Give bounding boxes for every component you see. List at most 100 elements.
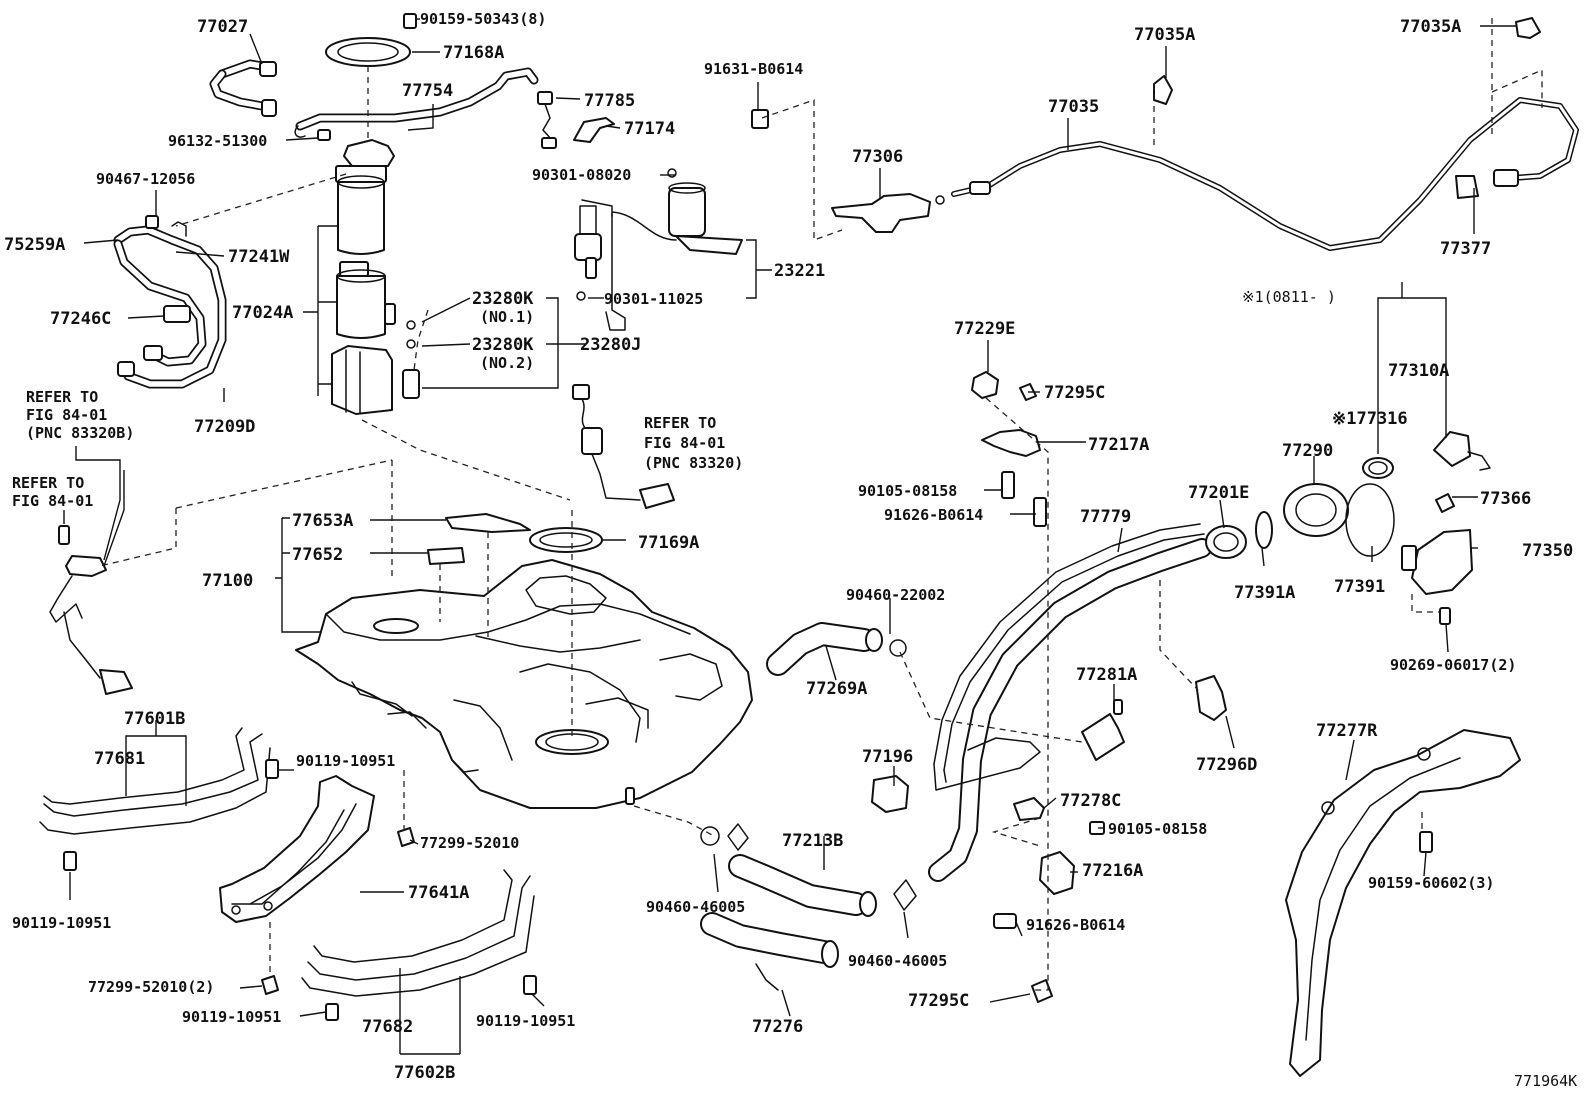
label-77299-52010: 77299-52010 xyxy=(420,834,519,852)
shield-77641A-drawing xyxy=(219,775,375,923)
label-90119-10951-a: 90119-10951 xyxy=(296,752,395,770)
lever-77306-drawing xyxy=(751,109,945,233)
label-91626-B0614-lower: 91626-B0614 xyxy=(1026,916,1125,934)
label-90460-46005-a: 90460-46005 xyxy=(646,898,745,916)
label-77035A-right: 77035A xyxy=(1400,17,1461,37)
part-labels: 77027 90159-50343(8) 77168A 77754 96132-… xyxy=(4,10,1577,1090)
label-77681: 77681 xyxy=(94,749,145,769)
label-96132-51300: 96132-51300 xyxy=(168,132,267,150)
label-77209D: 77209D xyxy=(194,417,255,437)
label-23221: 23221 xyxy=(774,261,825,281)
label-77201E: 77201E xyxy=(1188,483,1249,503)
label-77682: 77682 xyxy=(362,1017,413,1037)
label-77241W: 77241W xyxy=(228,247,290,267)
pump-23221-drawing xyxy=(574,168,743,331)
label-77277R: 77277R xyxy=(1316,721,1378,741)
label-90119-10951-d: 90119-10951 xyxy=(476,1012,575,1030)
sender-83320-drawing xyxy=(572,384,675,509)
connector-77785-drawing xyxy=(537,91,615,149)
label-77377: 77377 xyxy=(1440,239,1491,259)
label-77269A: 77269A xyxy=(806,679,867,699)
label-90119-10951-b: 90119-10951 xyxy=(12,914,111,932)
label-90460-22002: 90460-22002 xyxy=(846,586,945,604)
ref-83320B-line3: (PNC 83320B) xyxy=(26,424,134,442)
ref-84-01-line1: REFER TO xyxy=(12,474,84,492)
label-75259A: 75259A xyxy=(4,235,65,255)
label-77316: ※177316 xyxy=(1332,409,1408,429)
label-90301-11025: 90301-11025 xyxy=(604,290,703,308)
label-serial-note: ※1(0811- ) xyxy=(1242,288,1336,306)
label-77229E: 77229E xyxy=(954,319,1015,339)
part-illustrations xyxy=(39,13,1579,1077)
label-77216A: 77216A xyxy=(1082,861,1143,881)
label-77169A: 77169A xyxy=(638,533,699,553)
tank-pads-drawing xyxy=(427,513,603,565)
label-91626-B0614-upper: 91626-B0614 xyxy=(884,506,983,524)
clamps-drawing xyxy=(700,675,1227,1003)
label-77652: 77652 xyxy=(292,545,343,565)
label-77641A: 77641A xyxy=(408,883,469,903)
label-90105-08158-lower: 90105-08158 xyxy=(1108,820,1207,838)
fuel-pump-77024A-drawing xyxy=(331,139,420,415)
label-90460-46005-b: 90460-46005 xyxy=(848,952,947,970)
label-77754: 77754 xyxy=(402,81,453,101)
sender-83320B-drawing xyxy=(49,525,133,695)
label-90159-60602: 90159-60602(3) xyxy=(1368,874,1494,892)
label-23280K-1-note: (NO.1) xyxy=(480,308,534,326)
label-77196: 77196 xyxy=(862,747,913,767)
tank-straps-drawing xyxy=(39,727,535,997)
ref-83320-line1: REFER TO xyxy=(644,414,716,432)
label-23280J: 23280J xyxy=(580,335,641,355)
filler-pipe-77201E-drawing xyxy=(928,511,1273,882)
hose-77213B-drawing xyxy=(728,854,917,917)
label-90467-12056: 90467-12056 xyxy=(96,170,195,188)
label-77027: 77027 xyxy=(197,17,248,37)
label-77350: 77350 xyxy=(1522,541,1573,561)
label-77217A: 77217A xyxy=(1088,435,1149,455)
label-90269-06017: 90269-06017(2) xyxy=(1390,656,1516,674)
label-77306: 77306 xyxy=(852,147,903,167)
fuel-door-parts-drawing xyxy=(1283,431,1491,625)
gasket-77168A-drawing xyxy=(325,37,411,67)
label-90301-08020: 90301-08020 xyxy=(532,166,631,184)
label-77296D: 77296D xyxy=(1196,755,1257,775)
vent-tube-77754-drawing xyxy=(294,67,539,138)
label-77246C: 77246C xyxy=(50,309,111,329)
label-77391A: 77391A xyxy=(1234,583,1295,603)
label-77276: 77276 xyxy=(752,1017,803,1037)
label-77281A: 77281A xyxy=(1076,665,1137,685)
brackets-77229E-drawing xyxy=(971,371,1047,527)
label-77295C-lower: 77295C xyxy=(908,991,969,1011)
ref-83320B-leader xyxy=(75,446,121,561)
ref-83320-line3: (PNC 83320) xyxy=(644,454,743,472)
liner-77277R-drawing xyxy=(1285,729,1521,1077)
cable-77035-drawing xyxy=(951,17,1579,251)
label-77035A-top: 77035A xyxy=(1134,25,1195,45)
figure-code: 771964K xyxy=(1514,1072,1577,1090)
label-77653A: 77653A xyxy=(292,511,353,531)
label-77391: 77391 xyxy=(1334,577,1385,597)
label-91631-B0614: 91631-B0614 xyxy=(704,60,803,78)
ref-83320-line2: FIG 84-01 xyxy=(644,434,725,452)
label-77601B: 77601B xyxy=(124,709,185,729)
label-77168A: 77168A xyxy=(443,43,504,63)
leader-lines xyxy=(69,18,1516,1055)
label-77785: 77785 xyxy=(584,91,635,111)
label-77310A: 77310A xyxy=(1388,361,1449,381)
hose-77027-drawing xyxy=(209,59,331,141)
label-77174: 77174 xyxy=(624,119,675,139)
label-77024A: 77024A xyxy=(232,303,293,323)
hose-77276-drawing xyxy=(700,823,839,991)
label-77100: 77100 xyxy=(202,571,253,591)
assembly-dash-lines xyxy=(99,18,1543,991)
ref-83320B-line1: REFER TO xyxy=(26,388,98,406)
label-77779: 77779 xyxy=(1080,507,1131,527)
label-90105-08158-upper: 90105-08158 xyxy=(858,482,957,500)
label-77035: 77035 xyxy=(1048,97,1099,117)
ref-84-01-line2: FIG 84-01 xyxy=(12,492,93,510)
label-77299-52010-2: 77299-52010(2) xyxy=(88,978,214,996)
label-90159-50343: 90159-50343(8) xyxy=(420,10,546,28)
tubes-75259A-77209D-drawing xyxy=(113,215,227,389)
ref-83320B-line2: FIG 84-01 xyxy=(26,406,107,424)
